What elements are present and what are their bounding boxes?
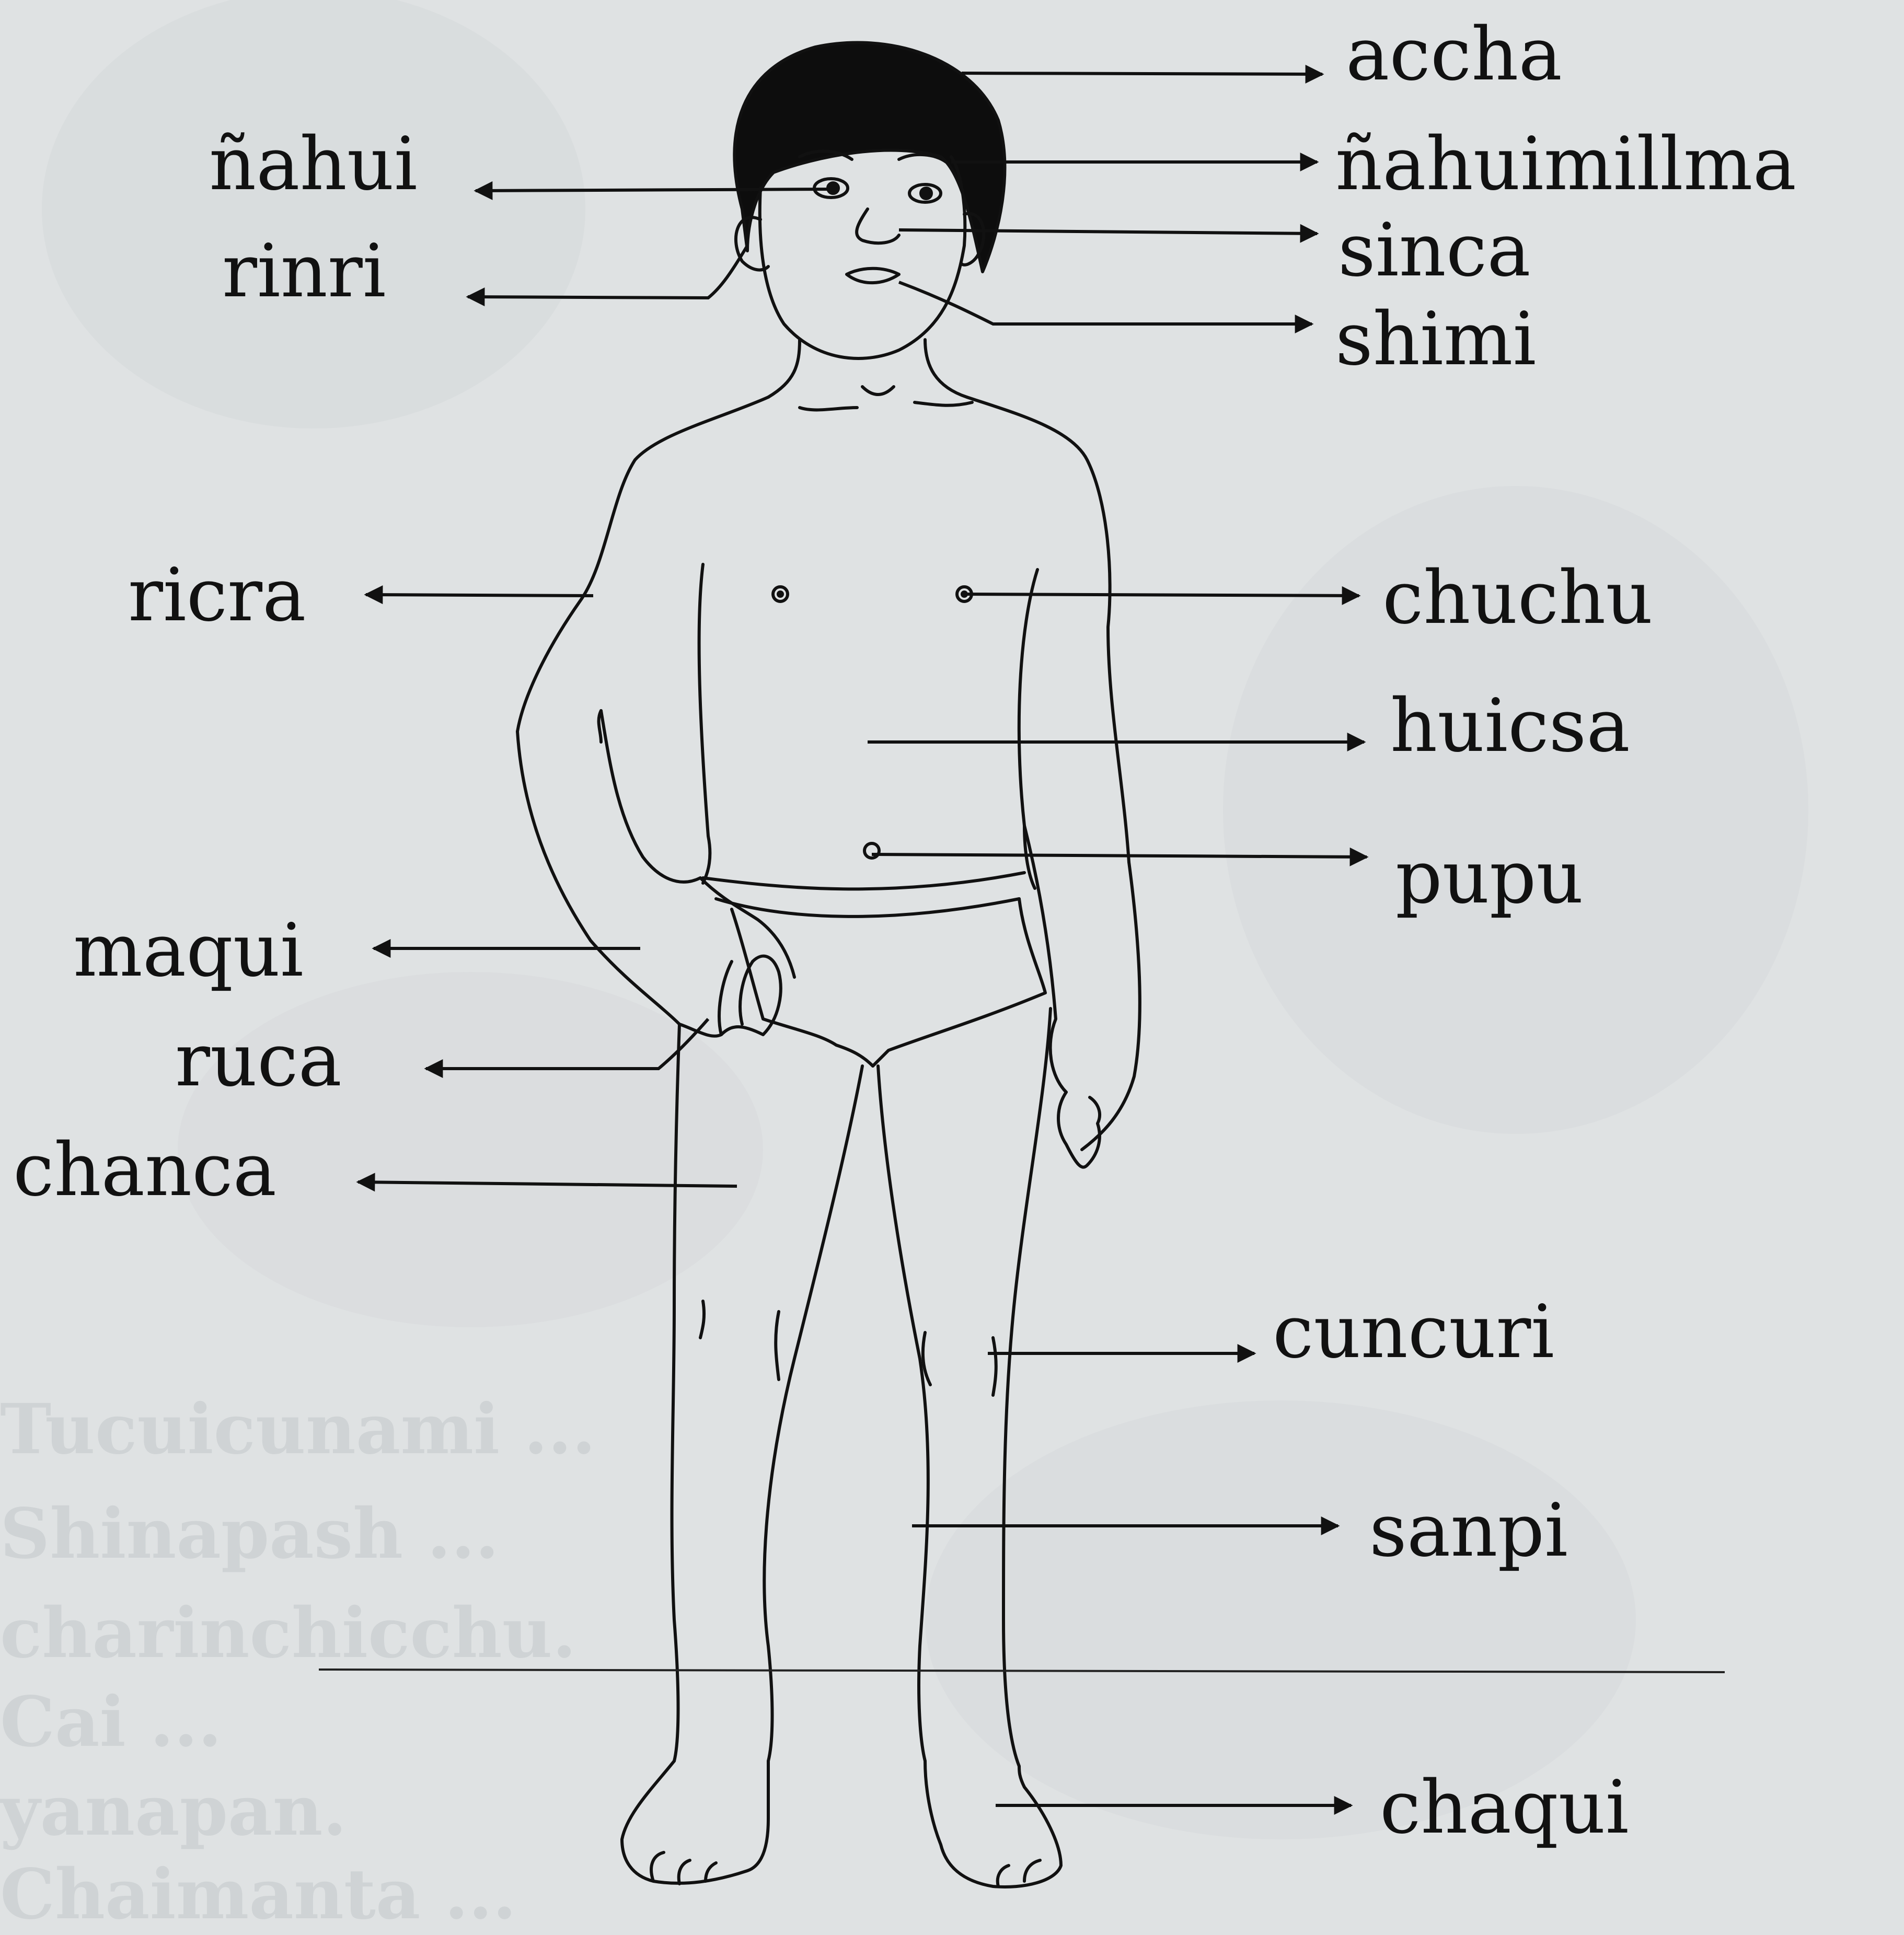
right-arm-outer <box>1082 862 1140 1150</box>
arrow-nahui <box>476 189 831 191</box>
label-accha: accha <box>1346 18 1562 91</box>
label-shimi: shimi <box>1335 303 1536 376</box>
left-foot <box>622 1761 768 1883</box>
label-huicsa: huicsa <box>1390 690 1630 763</box>
label-pupu: pupu <box>1395 841 1584 914</box>
label-chaqui: chaqui <box>1380 1771 1629 1845</box>
right-leg-inner <box>878 1066 928 1761</box>
arrow-accha <box>962 73 1322 74</box>
label-sinca: sinca <box>1338 214 1531 287</box>
arrow-sinca <box>899 230 1317 234</box>
label-cuncuri: cuncuri <box>1273 1296 1554 1369</box>
label-rinri: rinri <box>222 235 386 308</box>
arrow-chuchu <box>964 594 1359 596</box>
underwear-waistband <box>703 873 1024 889</box>
label-chanca: chanca <box>13 1134 276 1207</box>
nose <box>857 209 899 243</box>
arrow-ricra <box>366 595 593 596</box>
left-leg-inner <box>764 1066 862 1761</box>
left-arm-inner <box>601 711 700 882</box>
right-shoulder <box>967 397 1129 862</box>
torso-left <box>699 564 710 883</box>
label-nahuimillma: ñahuimillma <box>1335 128 1796 201</box>
right-arm-inner <box>1024 826 1066 1092</box>
left-shoulder <box>517 397 768 732</box>
label-sanpi: sanpi <box>1369 1494 1568 1568</box>
label-nahui: ñahui <box>209 128 418 201</box>
mouth <box>847 269 899 283</box>
underwear-left <box>732 909 873 1066</box>
underwear-right <box>873 899 1045 1066</box>
label-maqui: maqui <box>73 914 304 988</box>
arrow-shimi <box>899 282 1312 324</box>
label-ruca: ruca <box>175 1024 342 1097</box>
right-hand <box>1058 1092 1100 1167</box>
label-chuchu: chuchu <box>1382 562 1653 635</box>
label-ricra: ricra <box>128 559 306 632</box>
